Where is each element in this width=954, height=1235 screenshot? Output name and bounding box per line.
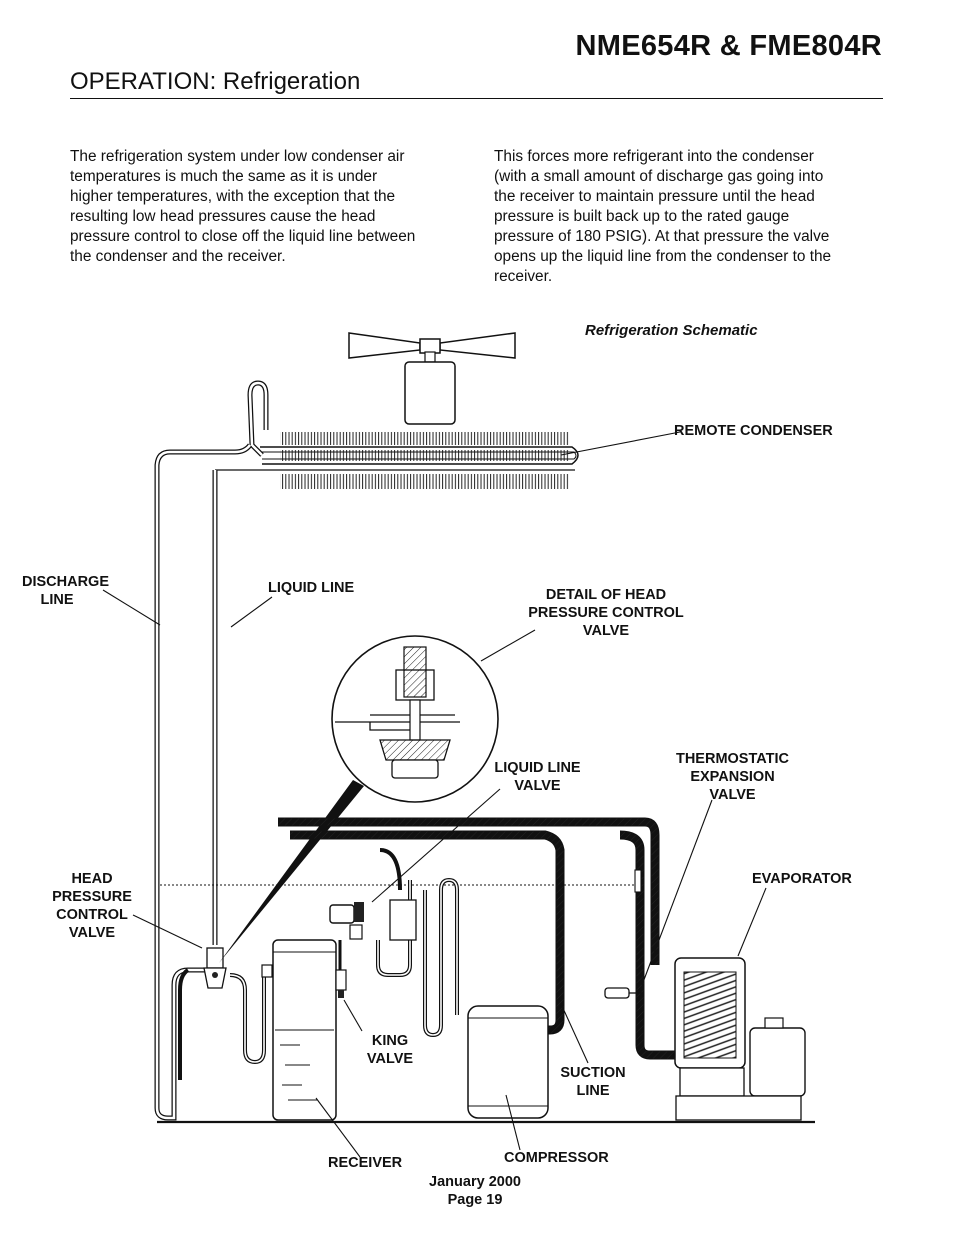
label-liquid-line-valve: LIQUID LINE VALVE	[494, 760, 581, 794]
section-heading: OPERATION: Refrigeration	[70, 68, 361, 95]
label-thermostatic-expansion-valve: THERMOSTATIC EXPANSION VALVE	[675, 751, 790, 803]
detail-pointer	[219, 780, 364, 963]
king-valve	[335, 969, 347, 998]
figure-caption: Refrigeration Schematic	[585, 322, 758, 339]
label-suction-line: SUCTION LINE	[560, 1065, 626, 1099]
suction-pipes	[160, 817, 680, 1060]
discharge-line	[154, 380, 269, 1121]
paragraph-left: The refrigeration system under low conde…	[70, 148, 416, 265]
label-head-pressure-control-valve: HEAD PRESSURE CONTROL VALVE	[52, 871, 132, 941]
footer-page: Page 19	[447, 1192, 503, 1208]
head-pressure-control-valve	[203, 947, 227, 989]
label-remote-condenser: REMOTE CONDENSER	[674, 423, 833, 439]
label-evaporator: EVAPORATOR	[752, 871, 852, 887]
leader-lines	[102, 589, 767, 1158]
label-detail-head-pressure: DETAIL OF HEAD PRESSURE CONTROL VALVE	[528, 587, 684, 639]
detail-circle	[331, 635, 499, 803]
model-title: NME654R & FME804R	[575, 30, 882, 62]
label-liquid-line: LIQUID LINE	[268, 580, 355, 596]
footer-date: January 2000	[429, 1174, 521, 1190]
tubing-loops-inner	[229, 879, 458, 1063]
header-divider	[70, 98, 883, 99]
condenser-fan	[348, 332, 516, 363]
paragraph-right: This forces more refrigerant into the co…	[494, 148, 832, 285]
evaporator-unit	[674, 957, 806, 1121]
label-king-valve: KING VALVE	[366, 1033, 414, 1067]
fan-motor	[404, 361, 456, 425]
leader-condenser	[560, 431, 681, 456]
remote-condenser	[215, 432, 579, 489]
label-compressor: COMPRESSOR	[504, 1150, 609, 1166]
label-receiver: RECEIVER	[328, 1155, 403, 1171]
compressor-body	[467, 1005, 549, 1119]
liquid-line-valve	[329, 899, 417, 970]
expansion-valve	[604, 869, 642, 999]
receiver-tank	[261, 939, 337, 1121]
label-discharge-line: DISCHARGE LINE	[22, 574, 110, 608]
